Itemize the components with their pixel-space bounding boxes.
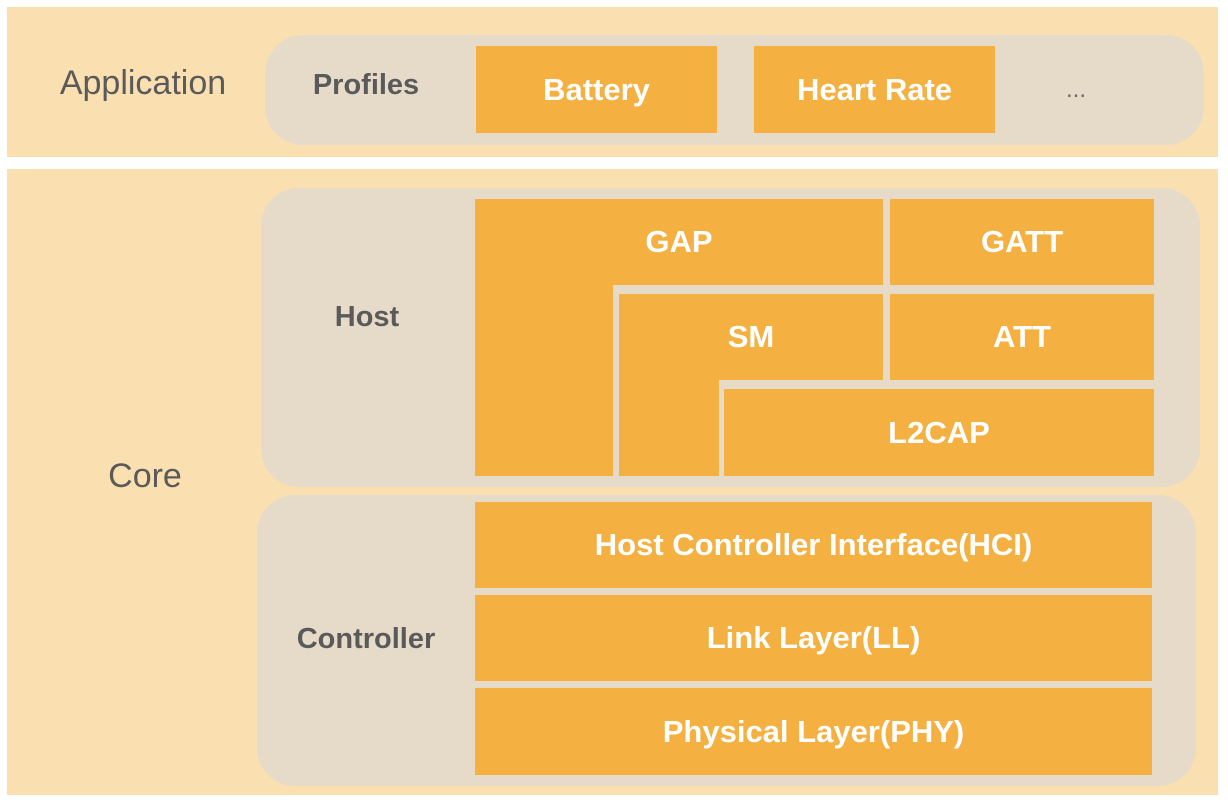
physical-layer-block: Physical Layer(PHY) — [475, 688, 1152, 775]
controller-label: Controller — [296, 622, 436, 655]
core-label: Core — [108, 456, 182, 495]
gatt-block: GATT — [890, 199, 1154, 285]
sm-block-stem — [619, 379, 719, 476]
more-profiles-ellipsis: ... — [1065, 76, 1086, 103]
host-label: Host — [334, 300, 400, 333]
l2cap-block: L2CAP — [724, 389, 1154, 476]
link-layer-block: Link Layer(LL) — [475, 595, 1152, 681]
gap-block-stem — [475, 284, 613, 476]
att-block: ATT — [890, 294, 1154, 380]
profiles-label: Profiles — [312, 68, 420, 101]
sm-block-top: SM — [619, 294, 883, 380]
heart-rate-profile-block: Heart Rate — [754, 46, 995, 133]
battery-profile-block: Battery — [476, 46, 717, 133]
hci-block: Host Controller Interface(HCI) — [475, 502, 1152, 588]
application-label: Application — [59, 63, 227, 102]
profiles-panel — [265, 35, 1204, 145]
gap-block-top: GAP — [475, 199, 883, 285]
